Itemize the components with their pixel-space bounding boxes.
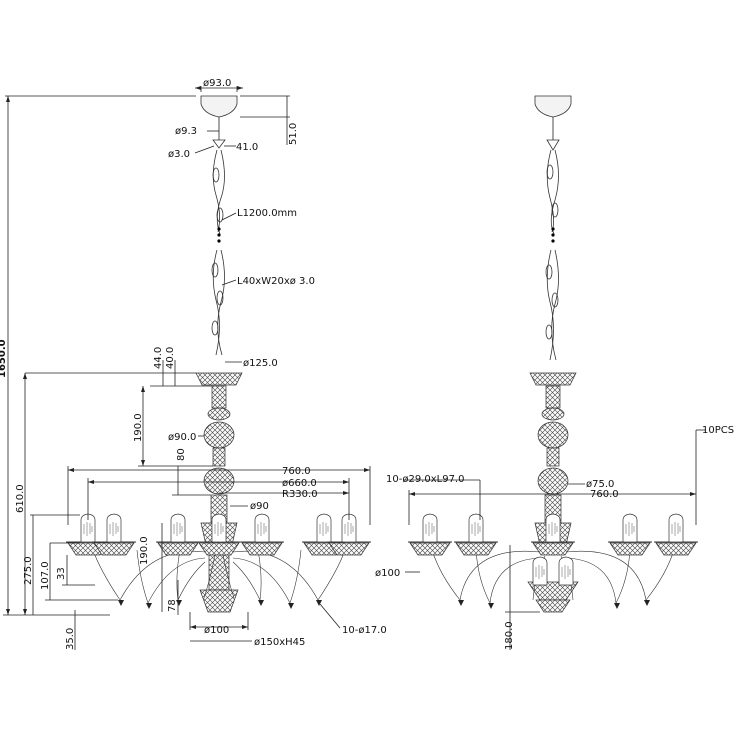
label-arm-drop-78: 78 (167, 599, 178, 612)
label-top-plate-h2: 40.0 (165, 347, 176, 369)
label-upper-body-height: 190.0 (133, 413, 144, 442)
label-total-height: 1650.0 (0, 339, 8, 378)
side-dimension-lines (403, 429, 706, 650)
label-arm-height-107: 107.0 (40, 561, 51, 590)
side-canopy (534, 95, 572, 118)
label-top-plate-h1: 44.0 (153, 347, 164, 369)
label-cup-diameter: ø100 (375, 568, 400, 579)
label-qty: 10PCS (702, 425, 734, 436)
label-rod-diameter: ø9.3 (175, 126, 197, 137)
label-span-760: 760.0 (282, 466, 311, 477)
label-chain-link: L40xW20xø 3.0 (237, 276, 315, 287)
side-candles (407, 513, 699, 586)
label-lower-body-height: 190.0 (139, 536, 150, 565)
canopy (200, 95, 238, 118)
label-arm-height-33: 33 (56, 567, 67, 580)
label-side-span-760: 760.0 (590, 489, 619, 500)
front-dimension-lines (3, 86, 371, 650)
label-radius-330: R330.0 (282, 489, 318, 500)
label-bottom-bowl: ø150xH45 (254, 637, 305, 648)
top-plate (195, 372, 243, 386)
front-view: ø93.0 ø9.3 51.0 ø3.0 41.0 L1200.0mm L40x… (0, 78, 387, 650)
hook (212, 139, 226, 149)
label-diameter-660: ø660.0 (282, 478, 317, 489)
label-top-plate-diameter: ø125.0 (243, 358, 278, 369)
label-bottom-diameter-100: ø100 (204, 625, 229, 636)
label-chain-length: L1200.0mm (237, 208, 297, 219)
label-ball-diameter: ø75.0 (586, 479, 614, 490)
label-hook-diameter: ø3.0 (168, 149, 190, 160)
label-bulb-count-diameter: 10-ø17.0 (342, 625, 387, 636)
label-body-height: 610.0 (15, 484, 26, 513)
label-gap-80: 80 (176, 448, 187, 461)
label-cup-spec: 10-ø29.0xL97.0 (386, 474, 464, 485)
side-column (527, 385, 579, 613)
label-diameter-90: ø90 (250, 501, 269, 512)
label-canopy-diameter: ø93.0 (203, 78, 231, 89)
center-column (199, 385, 239, 613)
label-bottom-35: 35.0 (65, 628, 76, 650)
label-canopy-height: 51.0 (288, 123, 299, 145)
label-bottom-180: 180.0 (504, 621, 515, 650)
chain (211, 149, 225, 356)
label-middle-ball-diameter: ø90.0 (168, 432, 196, 443)
label-arm-height-275: 275.0 (23, 556, 34, 585)
side-view: 10-ø29.0xL97.0 ø75.0 760.0 10PCS ø100 18… (375, 95, 734, 650)
side-chain (545, 149, 559, 361)
front-candles (65, 513, 372, 556)
label-hook-length: 41.0 (236, 142, 258, 153)
bottom-bowl (199, 589, 239, 613)
